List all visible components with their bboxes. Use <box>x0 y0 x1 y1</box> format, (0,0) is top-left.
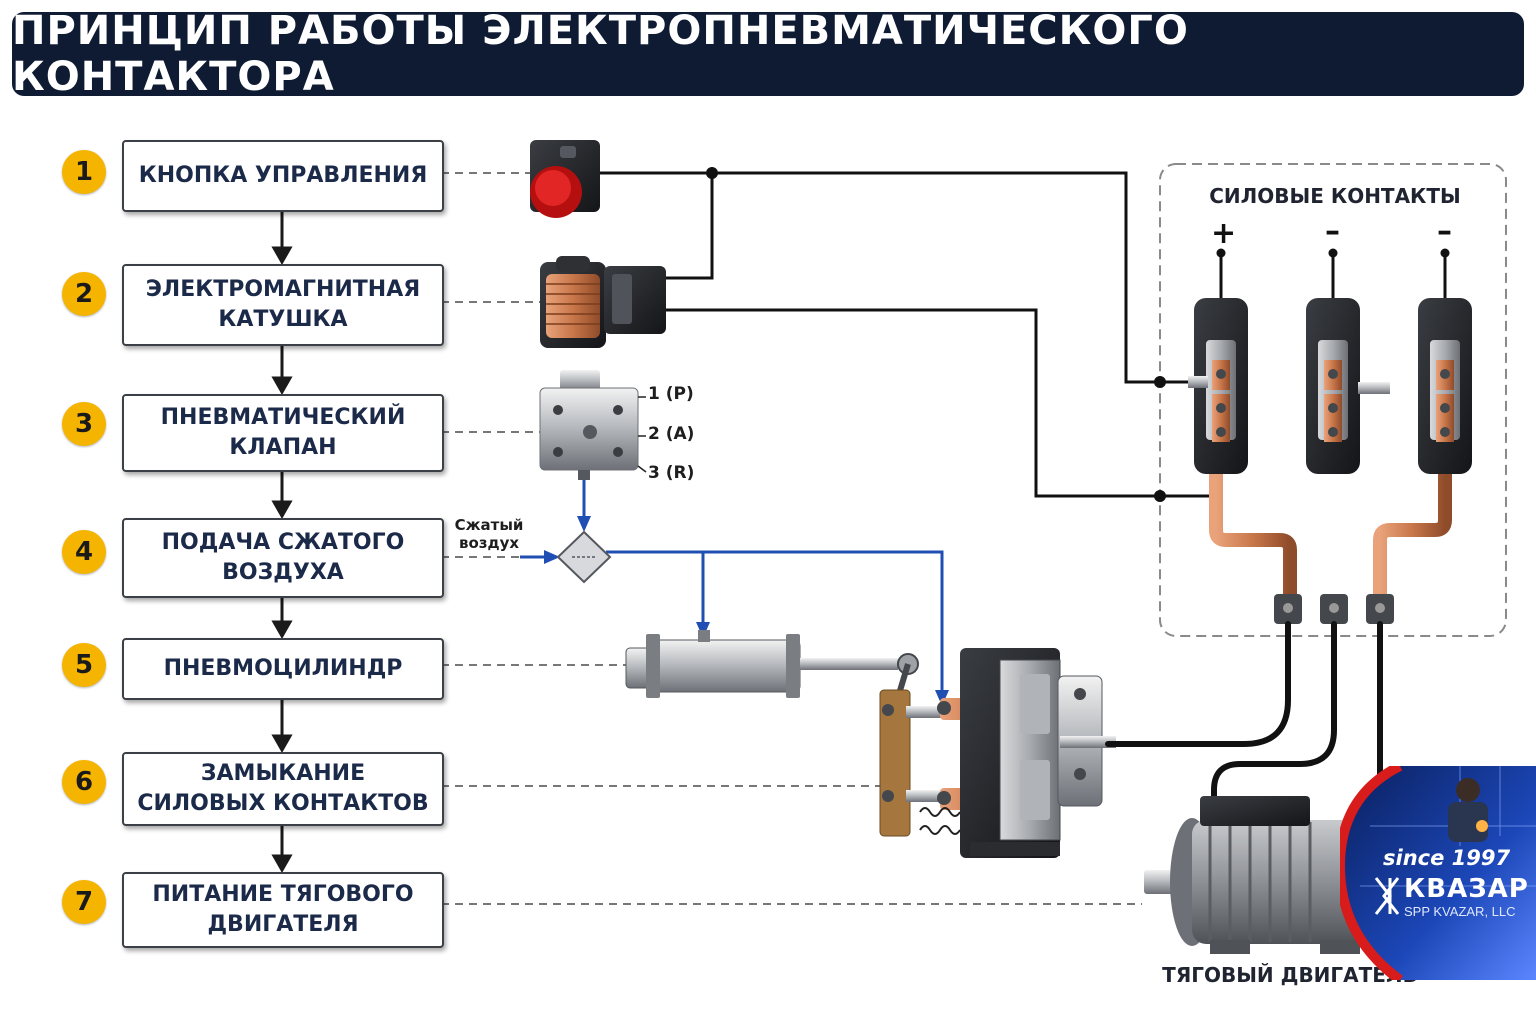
power-contacts-title: СИЛОВЫЕ КОНТАКТЫ <box>1209 184 1461 208</box>
step-box-solenoid-coil: ЭЛЕКТРОМАГНИТНАЯ КАТУШКА <box>122 264 444 346</box>
air-distributor-icon <box>556 530 612 584</box>
step-number-1: 1 <box>62 150 106 194</box>
step-number-7: 7 <box>62 880 106 924</box>
step-box-air-supply: ПОДАЧА СЖАТОГО ВОЗДУХА <box>122 518 444 598</box>
valve-port-label: 2 (A) <box>648 424 695 444</box>
power-contact-unit <box>1188 248 1302 624</box>
step-label: ПОДАЧА СЖАТОГО ВОЗДУХА <box>161 530 405 585</box>
power-contact-units <box>1188 248 1472 624</box>
step-arrows <box>271 208 293 874</box>
step-box-pneumatic-valve: ПНЕВМАТИЧЕСКИЙ КЛАПАН <box>122 394 444 472</box>
solenoid-coil-icon <box>540 256 666 348</box>
power-cables <box>1105 621 1383 809</box>
step-box-power-contacts-closing: ЗАМЫКАНИЕ СИЛОВЫХ КОНТАКТОВ <box>122 752 444 826</box>
worker-silhouette-icon <box>1448 778 1488 842</box>
step-label: ПИТАНИЕ ТЯГОВОГО ДВИГАТЕЛЯ <box>152 882 414 937</box>
badge-company-text: SPP KVAZAR, LLC <box>1404 904 1516 919</box>
step-number-6: 6 <box>62 760 106 804</box>
step-box-control-button: КНОПКА УПРАВЛЕНИЯ <box>122 140 444 212</box>
pneumatic-valve-icon <box>539 370 639 480</box>
valve-port-label: 3 (R) <box>648 463 695 483</box>
pneumatic-cylinder-icon <box>625 630 919 705</box>
step-label: ПНЕВМОЦИЛИНДР <box>163 656 403 681</box>
page-title: ПРИНЦИП РАБОТЫ ЭЛЕКТРОПНЕВМАТИЧЕСКОГО КО… <box>12 8 1189 100</box>
air-lines <box>520 478 944 694</box>
kvazar-logo-icon <box>1374 877 1400 915</box>
step-box-traction-motor-power: ПИТАНИЕ ТЯГОВОГО ДВИГАТЕЛЯ <box>122 872 444 948</box>
step-label: ПНЕВМАТИЧЕСКИЙ КЛАПАН <box>160 405 406 460</box>
step-number-4: 4 <box>62 530 106 574</box>
leader-lines <box>441 172 1142 905</box>
control-wiring <box>600 167 1220 502</box>
compressed-air-label: Сжатый воздух <box>454 516 524 552</box>
step-box-pneumatic-cylinder: ПНЕВМОЦИЛИНДР <box>122 638 444 700</box>
step-label: ЗАМЫКАНИЕ СИЛОВЫХ КОНТАКТОВ <box>137 761 429 816</box>
step-label: ЭЛЕКТРОМАГНИТНАЯ КАТУШКА <box>145 277 421 332</box>
step-number-2: 2 <box>62 272 106 316</box>
step-number-5: 5 <box>62 643 106 687</box>
badge-graphic <box>1340 766 1536 980</box>
company-badge <box>1340 766 1536 980</box>
polarity-minus: – <box>1325 214 1340 249</box>
traction-motor-icon <box>1144 796 1382 954</box>
contactor-mechanism-icon <box>879 648 1116 858</box>
valve-port-label: 1 (P) <box>648 384 694 404</box>
polarity-minus: – <box>1437 214 1452 249</box>
badge-brand-text: КВАЗАР <box>1404 874 1529 904</box>
control-button-icon <box>530 140 600 218</box>
valve-port-leaders <box>637 396 647 473</box>
traction-motor-label: ТЯГОВЫЙ ДВИГАТЕЛЬ <box>1162 963 1418 987</box>
polarity-plus: + <box>1211 216 1237 251</box>
title-bar: ПРИНЦИП РАБОТЫ ЭЛЕКТРОПНЕВМАТИЧЕСКОГО КО… <box>12 8 1524 100</box>
step-number-3: 3 <box>62 402 106 446</box>
power-contact-unit <box>1306 248 1390 624</box>
step-label: КНОПКА УПРАВЛЕНИЯ <box>138 163 428 188</box>
power-contact-unit <box>1366 248 1472 624</box>
badge-since-text: since 1997 <box>1383 846 1511 870</box>
